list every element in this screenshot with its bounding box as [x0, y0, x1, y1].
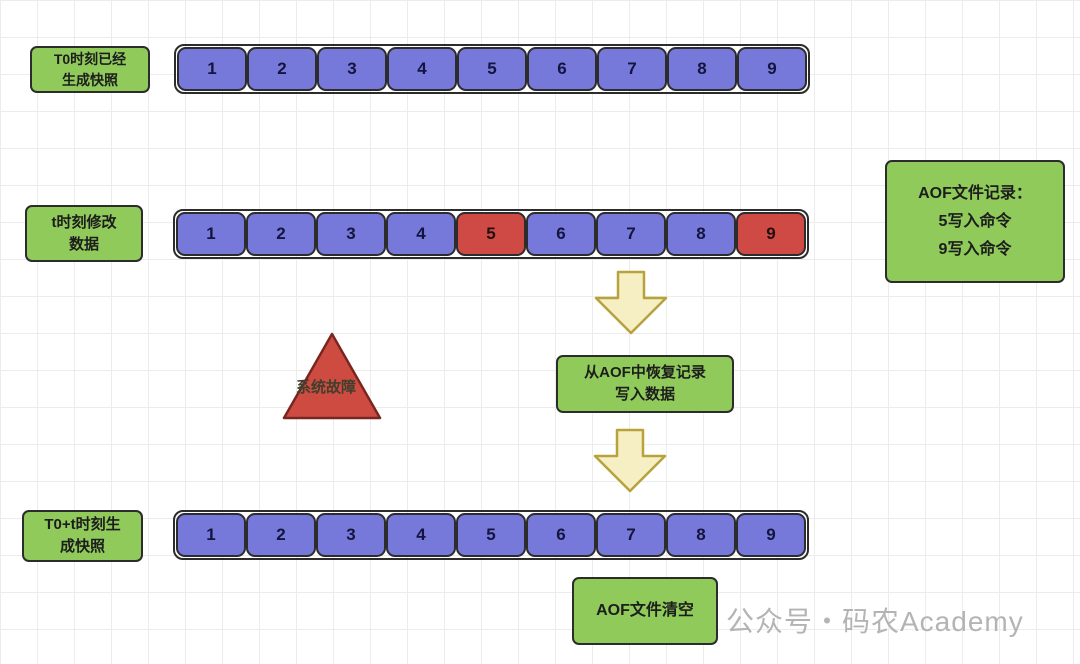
label-t0-snapshot: T0时刻已经 生成快照 [30, 46, 150, 93]
data-cell: 2 [247, 47, 317, 91]
recover-line: 从AOF中恢复记录 [584, 364, 706, 382]
label-line: T0+t时刻生 [44, 516, 121, 534]
data-cell: 1 [177, 47, 247, 91]
failure-triangle-icon [280, 330, 384, 422]
data-cell: 3 [316, 513, 386, 557]
aof-record-line: 5写入命令 [938, 212, 1012, 230]
aof-record-box: AOF文件记录： 5写入命令 9写入命令 [885, 160, 1065, 283]
label-line: 生成快照 [62, 71, 118, 88]
watermark-text: 公众号・码农Academy [726, 606, 1024, 637]
data-cell: 9 [736, 513, 806, 557]
label-line: 数据 [68, 235, 99, 253]
data-cell: 8 [667, 47, 737, 91]
label-line: t时刻修改 [51, 213, 117, 231]
failure-label: 系统故障 [296, 379, 357, 396]
data-cell: 7 [596, 513, 666, 557]
down-arrow-icon [592, 428, 668, 494]
aof-clear-box: AOF文件清空 [572, 577, 718, 645]
data-cell: 4 [386, 212, 456, 256]
data-cell: 9 [736, 212, 806, 256]
data-cell: 5 [456, 513, 526, 557]
recover-from-aof-box: 从AOF中恢复记录 写入数据 [556, 355, 734, 413]
data-cell: 1 [176, 212, 246, 256]
data-cell: 2 [246, 212, 316, 256]
label-line: 成快照 [59, 538, 105, 555]
data-cell: 2 [246, 513, 316, 557]
cell-row-t-modified: 1 2 3 4 5 6 7 8 9 [173, 209, 809, 259]
data-cell: 6 [527, 47, 597, 91]
cell-row-t0: 1 2 3 4 5 6 7 8 9 [174, 44, 810, 94]
data-cell: 1 [176, 513, 246, 557]
data-cell: 5 [456, 212, 526, 256]
data-cell: 6 [526, 513, 596, 557]
data-cell: 4 [386, 513, 456, 557]
recover-line: 写入数据 [614, 386, 675, 403]
data-cell: 3 [316, 212, 386, 256]
data-cell: 9 [737, 47, 807, 91]
data-cell: 6 [526, 212, 596, 256]
data-cell: 4 [387, 47, 457, 91]
label-t0-plus-t-snapshot: T0+t时刻生 成快照 [22, 510, 143, 562]
data-cell: 7 [597, 47, 667, 91]
aof-record-line: 9写入命令 [938, 240, 1012, 258]
cell-row-t0-plus-t: 1 2 3 4 5 6 7 8 9 [173, 510, 809, 560]
data-cell: 8 [666, 513, 736, 557]
label-t-modify: t时刻修改 数据 [25, 205, 143, 262]
data-cell: 8 [666, 212, 736, 256]
aof-record-line: AOF文件记录： [918, 184, 1032, 202]
aof-clear-label: AOF文件清空 [596, 602, 694, 620]
label-line: T0时刻已经 [53, 51, 127, 68]
data-cell: 7 [596, 212, 666, 256]
data-cell: 3 [317, 47, 387, 91]
down-arrow-icon [593, 270, 669, 336]
data-cell: 5 [457, 47, 527, 91]
